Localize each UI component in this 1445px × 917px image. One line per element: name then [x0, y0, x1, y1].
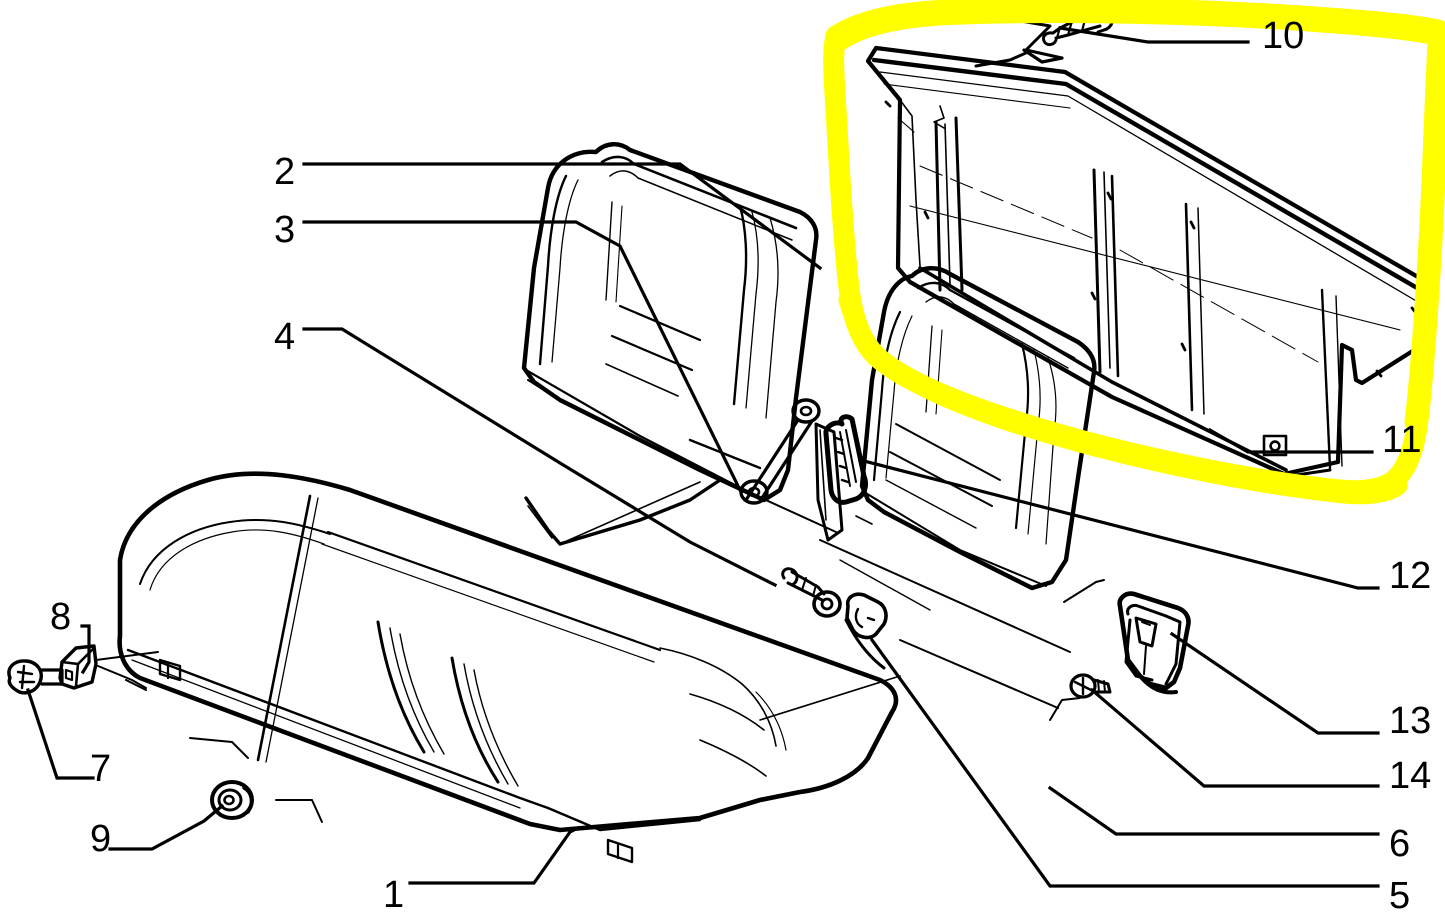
- callout-leader-10: [1058, 26, 1250, 44]
- part-1-seat-cushion: [117, 471, 899, 864]
- callout-label-11: 11: [1382, 419, 1422, 461]
- part-2-seat-back-right: [859, 266, 1097, 591]
- callout-leader-6: [1047, 785, 1380, 836]
- part-9-bushing: [210, 780, 254, 820]
- callout-leader-11: [1207, 427, 1374, 454]
- callout-label-8: 8: [50, 596, 72, 638]
- callout-leader-9: [108, 803, 225, 851]
- callout-leader-7: [25, 687, 95, 780]
- part-2-seat-back-left: [521, 142, 819, 503]
- callout-label-5: 5: [1389, 875, 1411, 917]
- callout-label-6: 6: [1389, 823, 1411, 865]
- callout-leader-1: [408, 825, 581, 885]
- callout-label-2: 2: [274, 151, 296, 193]
- part-8-catch-bracket: [58, 644, 159, 691]
- callout-leader-2: [302, 162, 823, 271]
- callout-label-9: 9: [90, 818, 112, 860]
- part-5-6-bolt-washer-group: [781, 567, 888, 670]
- callout-label-13: 13: [1389, 700, 1432, 742]
- callout-label-3: 3: [274, 209, 296, 251]
- part-13-buckle-cover: [1117, 591, 1191, 695]
- callout-label-7: 7: [90, 748, 112, 790]
- callout-label-10: 10: [1262, 15, 1305, 57]
- callout-leader-14: [1089, 687, 1380, 788]
- part-7-bolt: [7, 659, 64, 695]
- part-14-screw: [1069, 673, 1112, 699]
- assembly-detail-lines: [189, 379, 1105, 823]
- callout-label-12: 12: [1389, 555, 1432, 597]
- callout-leader-13: [1169, 631, 1380, 735]
- callout-leader-5: [869, 637, 1380, 888]
- callout-label-1: 1: [383, 874, 405, 916]
- callout-leader-4: [302, 327, 778, 588]
- callout-label-14: 14: [1389, 755, 1432, 797]
- part-4-hinge-link-arm: [739, 398, 844, 542]
- callout-label-4: 4: [274, 316, 296, 358]
- callout-leader-3: [302, 220, 743, 493]
- callout-leader-8: [80, 624, 91, 675]
- callout-leader-12: [858, 458, 1380, 590]
- part-12-latch-striker: [823, 414, 869, 505]
